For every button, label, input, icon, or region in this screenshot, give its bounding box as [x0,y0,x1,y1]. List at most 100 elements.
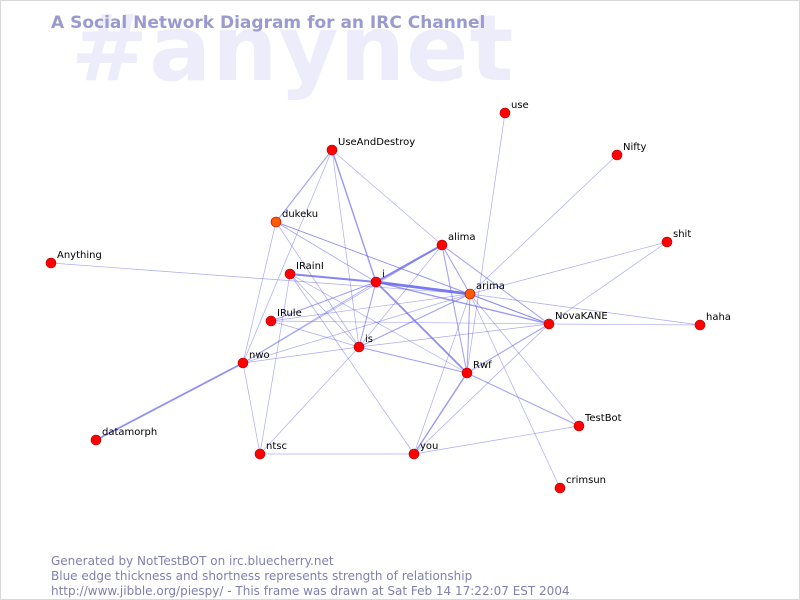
node-UseAndDestroy[interactable]: UseAndDestroy [326,137,415,156]
node-nwo[interactable]: nwo [237,350,270,369]
node-haha[interactable]: haha [694,312,731,331]
node-dukeku[interactable]: dukeku [270,209,318,228]
node-dot[interactable] [408,448,420,460]
node-dot[interactable] [573,420,585,432]
edge-arima-you [413,293,471,455]
edge-IRainI-is [289,273,360,348]
node-dot[interactable] [326,144,338,156]
node-dot[interactable] [254,448,266,460]
node-datamorph[interactable]: datamorph [90,427,157,446]
edge-is-NovaKANE [358,323,550,348]
node-i[interactable]: i [370,269,385,288]
edge-Rwf-alima [441,244,468,374]
node-label: alima [448,232,476,243]
footer-generated-by: Generated by NotTestBOT on irc.bluecherr… [51,554,334,568]
node-dot[interactable] [45,257,57,269]
node-dot[interactable] [611,149,623,161]
node-dot[interactable] [694,319,706,331]
edge-i-arima [375,280,471,296]
node-label: TestBot [584,413,622,424]
channel-watermark: #anynet [71,0,515,102]
node-label: datamorph [102,427,157,438]
edge-alima-is [358,244,443,348]
node-use[interactable]: use [499,100,529,119]
edge-i-dukeku [275,221,377,283]
edge-nwo-datamorph [95,362,244,441]
node-label: Nifty [623,142,647,153]
node-label: nwo [249,350,270,361]
edge-UseAndDestroy-nwo [242,149,333,364]
node-dot[interactable] [661,236,673,248]
edge-use-Rwf [466,112,506,374]
node-dot[interactable] [90,434,102,446]
edge-arima-haha [469,293,701,326]
node-label: shit [673,229,691,240]
node-dot[interactable] [270,216,282,228]
node-label: NovaKANE [555,311,608,322]
node-dot[interactable] [237,357,249,369]
edge-nwo-is [242,346,360,364]
edge-arima-is [358,293,471,348]
edge-shit-arima [469,241,668,295]
node-label: arima [476,281,505,292]
node-Rwf[interactable]: Rwf [461,360,492,379]
node-dot[interactable] [554,482,566,494]
node-dot[interactable] [265,315,277,327]
edge-dukeku-NovaKANE [275,221,550,325]
footer-source-link[interactable]: http://www.jibble.org/piespy/ - This fra… [51,584,570,598]
edge-arima-TestBot [469,293,580,427]
node-label: Anything [57,250,102,261]
node-you[interactable]: you [408,441,438,460]
node-crimsun[interactable]: crimsun [554,475,606,494]
edge-i-UseAndDestroy [331,149,377,283]
edge-Anything-arima [50,262,471,295]
edges-layer [50,112,701,489]
node-label: is [365,334,373,345]
edge-Nifty-arima [469,154,618,295]
edge-you-TestBot [413,425,580,455]
node-is[interactable]: is [353,334,373,353]
node-IRainI[interactable]: IRainI [284,261,324,280]
node-shit[interactable]: shit [661,229,691,248]
edge-Rwf-TestBot [466,372,580,427]
edge-i-IRainI [289,272,377,284]
node-Anything[interactable]: Anything [45,250,102,269]
node-alima[interactable]: alima [436,232,476,251]
edge-IRule-is [270,320,360,348]
edge-shit-NovaKANE [548,241,668,325]
node-label: UseAndDestroy [338,137,415,148]
node-label: Rwf [473,360,492,371]
node-Nifty[interactable]: Nifty [611,142,647,161]
node-dot[interactable] [370,276,382,288]
node-label: use [511,100,529,111]
edge-ntsc-is [259,346,360,455]
node-label: dukeku [282,209,318,220]
edge-UseAndDestroy-is [331,149,360,348]
node-dot[interactable] [499,107,511,119]
node-dot[interactable] [284,268,296,280]
edge-dukeku-nwo [242,221,277,364]
node-TestBot[interactable]: TestBot [573,413,622,432]
node-dot[interactable] [461,367,473,379]
node-arima[interactable]: arima [464,281,505,300]
node-label: crimsun [566,475,606,486]
edge-Rwf-you [413,372,468,455]
node-dot[interactable] [543,318,555,330]
node-IRule[interactable]: IRule [265,308,302,327]
edge-dukeku-is [275,221,360,348]
node-ntsc[interactable]: ntsc [254,441,287,460]
edge-arima-alima [441,244,471,295]
node-dot[interactable] [464,288,476,300]
edge-Rwf-is [358,346,468,374]
edge-i-IRule [270,281,377,322]
edge-alima-UseAndDestroy [331,149,443,246]
node-dot[interactable] [353,341,365,353]
edge-nwo-ntsc [242,362,261,455]
node-label: IRainI [296,261,324,272]
edge-alima-nwo [242,244,443,364]
node-dot[interactable] [436,239,448,251]
node-NovaKANE[interactable]: NovaKANE [543,311,608,330]
node-label: you [420,441,438,452]
